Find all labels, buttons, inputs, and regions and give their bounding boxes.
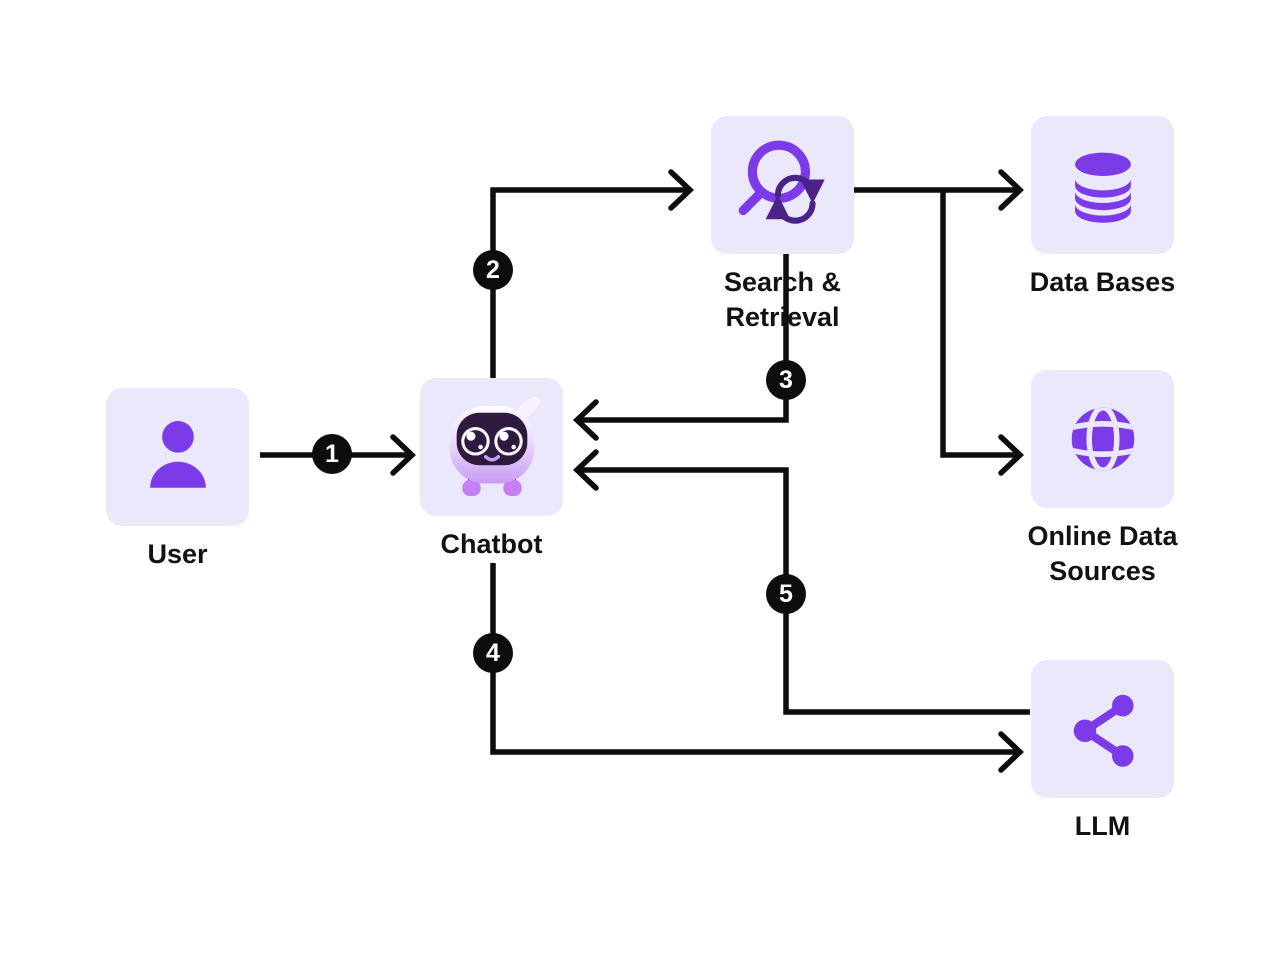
step-badge-4-number: 4 bbox=[486, 638, 500, 667]
arrow-chatbot-to-llm-line bbox=[490, 563, 1018, 755]
node-user-label: User bbox=[147, 539, 208, 569]
node-online-data-sources-label: Online Data Sources bbox=[1027, 521, 1178, 586]
share-nodes-icon bbox=[1073, 694, 1134, 767]
step-badge-5-number: 5 bbox=[779, 579, 793, 608]
node-chatbot: Chatbot bbox=[420, 378, 612, 562]
node-data-bases-label: Data Bases bbox=[1029, 267, 1176, 297]
step-badge-1-number: 1 bbox=[325, 439, 339, 468]
database-icon bbox=[1074, 152, 1131, 223]
chatbot-mascot-icon bbox=[449, 396, 540, 497]
node-llm-label: LLM bbox=[1074, 811, 1131, 841]
user-tile bbox=[106, 388, 249, 526]
arrow-search-to-online-head bbox=[998, 434, 1024, 476]
node-search-retrieval: Search & Retrieval bbox=[711, 116, 903, 335]
step-badge-5: 5 bbox=[766, 574, 806, 614]
step-badge-2: 2 bbox=[473, 250, 513, 290]
node-online-data-sources: Online Data Sources bbox=[1027, 370, 1223, 589]
globe-icon bbox=[1071, 407, 1134, 471]
chatbot-tile bbox=[420, 378, 563, 516]
step-badge-3-number: 3 bbox=[779, 365, 793, 394]
step-badge-2-number: 2 bbox=[486, 255, 500, 284]
node-search-retrieval-label: Search & Retrieval bbox=[723, 267, 842, 332]
data-bases-tile bbox=[1031, 116, 1174, 254]
search-refresh-icon bbox=[738, 140, 825, 224]
search-retrieval-tile bbox=[711, 116, 854, 254]
step-badge-4: 4 bbox=[473, 633, 513, 673]
step-badge-1: 1 bbox=[312, 434, 352, 474]
online-data-sources-tile bbox=[1031, 370, 1174, 508]
node-data-bases: Data Bases bbox=[1030, 116, 1223, 300]
node-chatbot-label: Chatbot bbox=[440, 529, 543, 559]
arrow-chatbot-to-search-line bbox=[490, 187, 688, 380]
llm-tile bbox=[1031, 660, 1174, 798]
arrow-chatbot-to-llm-head bbox=[998, 731, 1024, 773]
node-user: User bbox=[106, 388, 298, 572]
arrow-search-to-online-line bbox=[940, 190, 1018, 458]
step-badge-3: 3 bbox=[766, 360, 806, 400]
arrow-search-to-databases-head bbox=[998, 169, 1024, 211]
arrow-user-to-chatbot-head bbox=[390, 434, 416, 476]
node-llm: LLM bbox=[1031, 660, 1223, 844]
person-icon bbox=[149, 421, 206, 488]
arrow-chatbot-to-search-head bbox=[668, 169, 694, 211]
